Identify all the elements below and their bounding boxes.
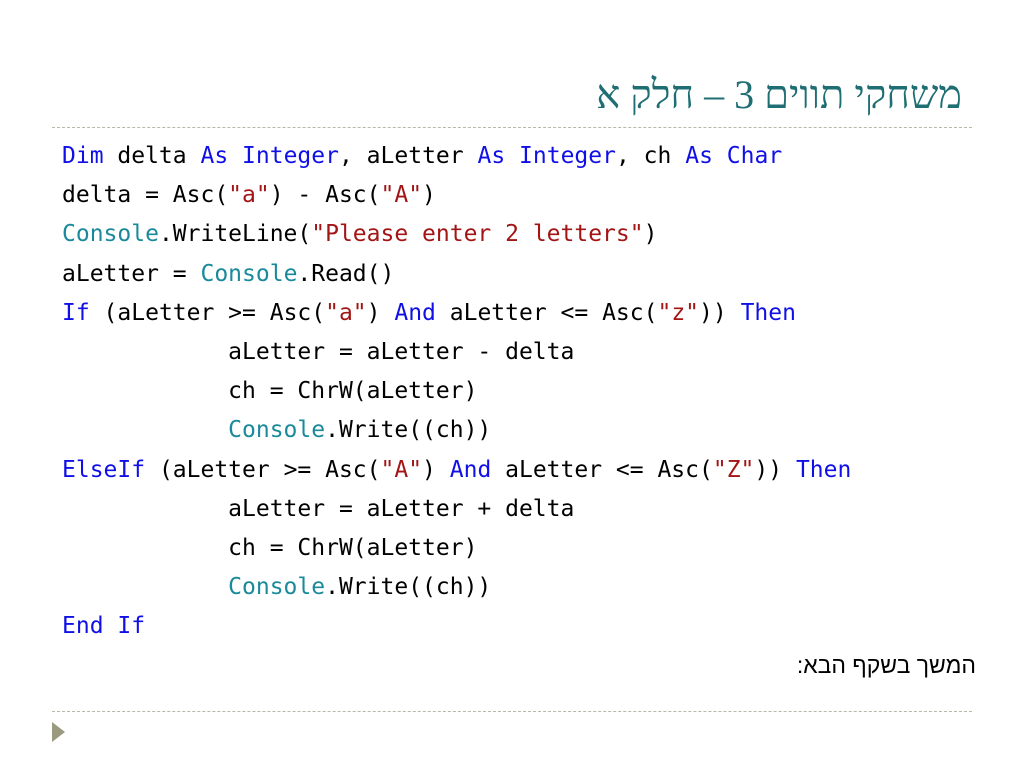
- code-token: [62, 574, 228, 600]
- code-token: As: [200, 143, 229, 169]
- code-token: .Write((ch)): [325, 574, 492, 601]
- code-token: Then: [740, 299, 796, 326]
- code-token: Dim: [62, 143, 104, 169]
- code-token: [228, 143, 242, 169]
- code-token: [505, 143, 519, 169]
- code-token: "Please enter 2 letters": [311, 221, 644, 248]
- code-token: ): [643, 221, 658, 248]
- code-line: aLetter = Console.Read(): [62, 255, 851, 294]
- code-token: , ch: [615, 143, 686, 169]
- code-token: ) - Asc(: [269, 182, 381, 209]
- code-token: "A": [380, 182, 423, 209]
- code-token: (aLetter >= Asc(: [145, 456, 381, 483]
- code-token: "z": [657, 299, 700, 326]
- code-token: .WriteLine(: [158, 221, 312, 248]
- code-token: ch = ChrW(aLetter): [62, 378, 478, 405]
- code-token: Integer: [519, 143, 616, 169]
- code-token: ElseIf: [62, 456, 146, 483]
- code-token: Then: [795, 456, 852, 483]
- code-block: Dim delta As Integer, aLetter As Integer…: [62, 137, 851, 646]
- code-line: Console.Write((ch)): [62, 411, 851, 450]
- code-token: .Read(): [297, 260, 395, 287]
- code-token: [713, 143, 727, 169]
- code-token: ): [422, 182, 436, 209]
- code-token: )): [754, 456, 796, 483]
- code-token: And: [394, 299, 436, 326]
- code-token: End: [62, 613, 104, 640]
- top-divider: [52, 127, 972, 128]
- code-token: "A": [380, 456, 423, 483]
- code-token: Integer: [242, 143, 339, 169]
- code-line: aLetter = aLetter - delta: [62, 333, 851, 372]
- code-line: If (aLetter >= Asc("a") And aLetter <= A…: [62, 294, 851, 333]
- code-token: Console: [200, 260, 298, 287]
- code-token: aLetter =: [62, 260, 201, 287]
- code-token: "Z": [712, 456, 755, 483]
- code-token: Console: [62, 221, 159, 248]
- code-token: .Write((ch)): [325, 417, 492, 444]
- code-token: ch = ChrW(aLetter): [62, 534, 478, 561]
- code-token: aLetter = aLetter - delta: [62, 338, 575, 365]
- code-token: (aLetter >= Asc(: [89, 299, 326, 326]
- code-token: ): [366, 299, 395, 326]
- code-token: If: [117, 613, 146, 640]
- code-token: Console: [228, 574, 326, 601]
- code-line: aLetter = aLetter + delta: [62, 490, 851, 529]
- code-line: Console.WriteLine("Please enter 2 letter…: [62, 215, 851, 254]
- code-line: delta = Asc("a") - Asc("A"): [62, 176, 851, 215]
- code-token: aLetter <= Asc(: [435, 299, 658, 326]
- continuation-note: המשך בשקף הבא:: [796, 652, 976, 678]
- triangle-arrow-icon[interactable]: [52, 722, 65, 742]
- code-line: End If: [62, 607, 851, 646]
- code-token: ): [422, 456, 450, 483]
- code-token: If: [62, 299, 90, 326]
- code-token: As: [477, 143, 506, 169]
- code-line: Dim delta As Integer, aLetter As Integer…: [62, 137, 851, 176]
- slide-title: משחקי תווים 3 – חלק א: [596, 72, 962, 117]
- code-token: "a": [325, 299, 367, 326]
- code-token: [62, 417, 228, 443]
- code-token: Console: [228, 417, 326, 444]
- code-token: delta = Asc(: [62, 182, 229, 209]
- code-token: Char: [726, 143, 783, 169]
- code-token: )): [699, 299, 741, 326]
- code-token: As: [685, 143, 713, 169]
- code-token: And: [449, 456, 492, 483]
- code-line: Console.Write((ch)): [62, 568, 851, 607]
- code-token: aLetter = aLetter + delta: [62, 495, 575, 522]
- bottom-divider: [52, 711, 972, 712]
- code-token: , aLetter: [338, 143, 478, 169]
- code-line: ch = ChrW(aLetter): [62, 529, 851, 568]
- code-token: aLetter <= Asc(: [491, 456, 713, 483]
- code-token: [104, 613, 118, 639]
- code-line: ElseIf (aLetter >= Asc("A") And aLetter …: [62, 451, 851, 490]
- code-line: ch = ChrW(aLetter): [62, 372, 851, 411]
- code-token: delta: [103, 143, 201, 169]
- code-token: "a": [228, 182, 270, 209]
